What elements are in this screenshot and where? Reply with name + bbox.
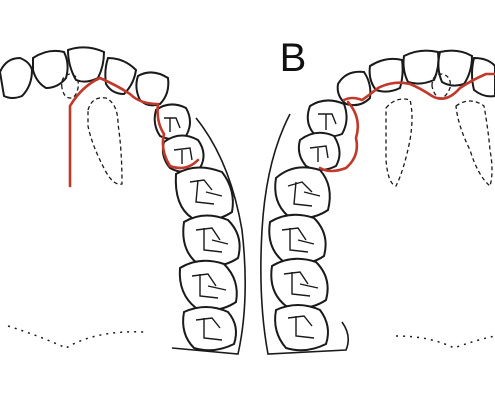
left-unerupted-tooth xyxy=(87,97,123,185)
right-molar-4 xyxy=(274,304,329,352)
right-arch-outline xyxy=(260,113,350,355)
right-molar-2 xyxy=(268,213,327,265)
left-canine xyxy=(135,71,170,107)
left-anterior-teeth xyxy=(0,46,170,107)
left-molar-2 xyxy=(182,214,241,267)
right-molars xyxy=(268,166,331,352)
right-premolar-2 xyxy=(297,131,341,171)
right-incisor-2 xyxy=(437,49,474,87)
left-molars xyxy=(174,166,241,352)
left-molar-1 xyxy=(174,166,234,221)
right-incisor-1 xyxy=(402,49,440,85)
right-anterior-teeth xyxy=(336,49,495,107)
left-incisor-2 xyxy=(32,49,69,90)
right-unerupted-tooth-2 xyxy=(455,100,493,188)
right-unerupted-tooth-small xyxy=(431,73,451,99)
left-unerupted-tooth-small xyxy=(61,73,79,99)
left-incisor-3 xyxy=(66,46,106,83)
right-arch xyxy=(260,49,495,355)
left-molar-4 xyxy=(182,306,237,352)
right-canine xyxy=(336,70,372,107)
panel-label: B xyxy=(279,36,307,80)
right-lateral-incisor xyxy=(368,57,404,93)
right-highlight-outline xyxy=(342,72,495,102)
left-palate-line xyxy=(7,325,145,349)
right-palate-line xyxy=(395,335,495,349)
right-premolars xyxy=(297,99,348,171)
right-unerupted-tooth xyxy=(385,98,413,187)
right-incisor-3 xyxy=(471,56,495,98)
left-highlight-outline xyxy=(68,76,200,188)
right-premolar-1 xyxy=(306,99,348,138)
left-incisor-1 xyxy=(0,56,34,99)
right-molar-3 xyxy=(270,257,329,309)
right-molar-1 xyxy=(274,166,331,219)
left-arch-outline xyxy=(171,117,246,355)
right-premolar-highlight xyxy=(318,100,360,173)
left-arch xyxy=(0,46,246,355)
